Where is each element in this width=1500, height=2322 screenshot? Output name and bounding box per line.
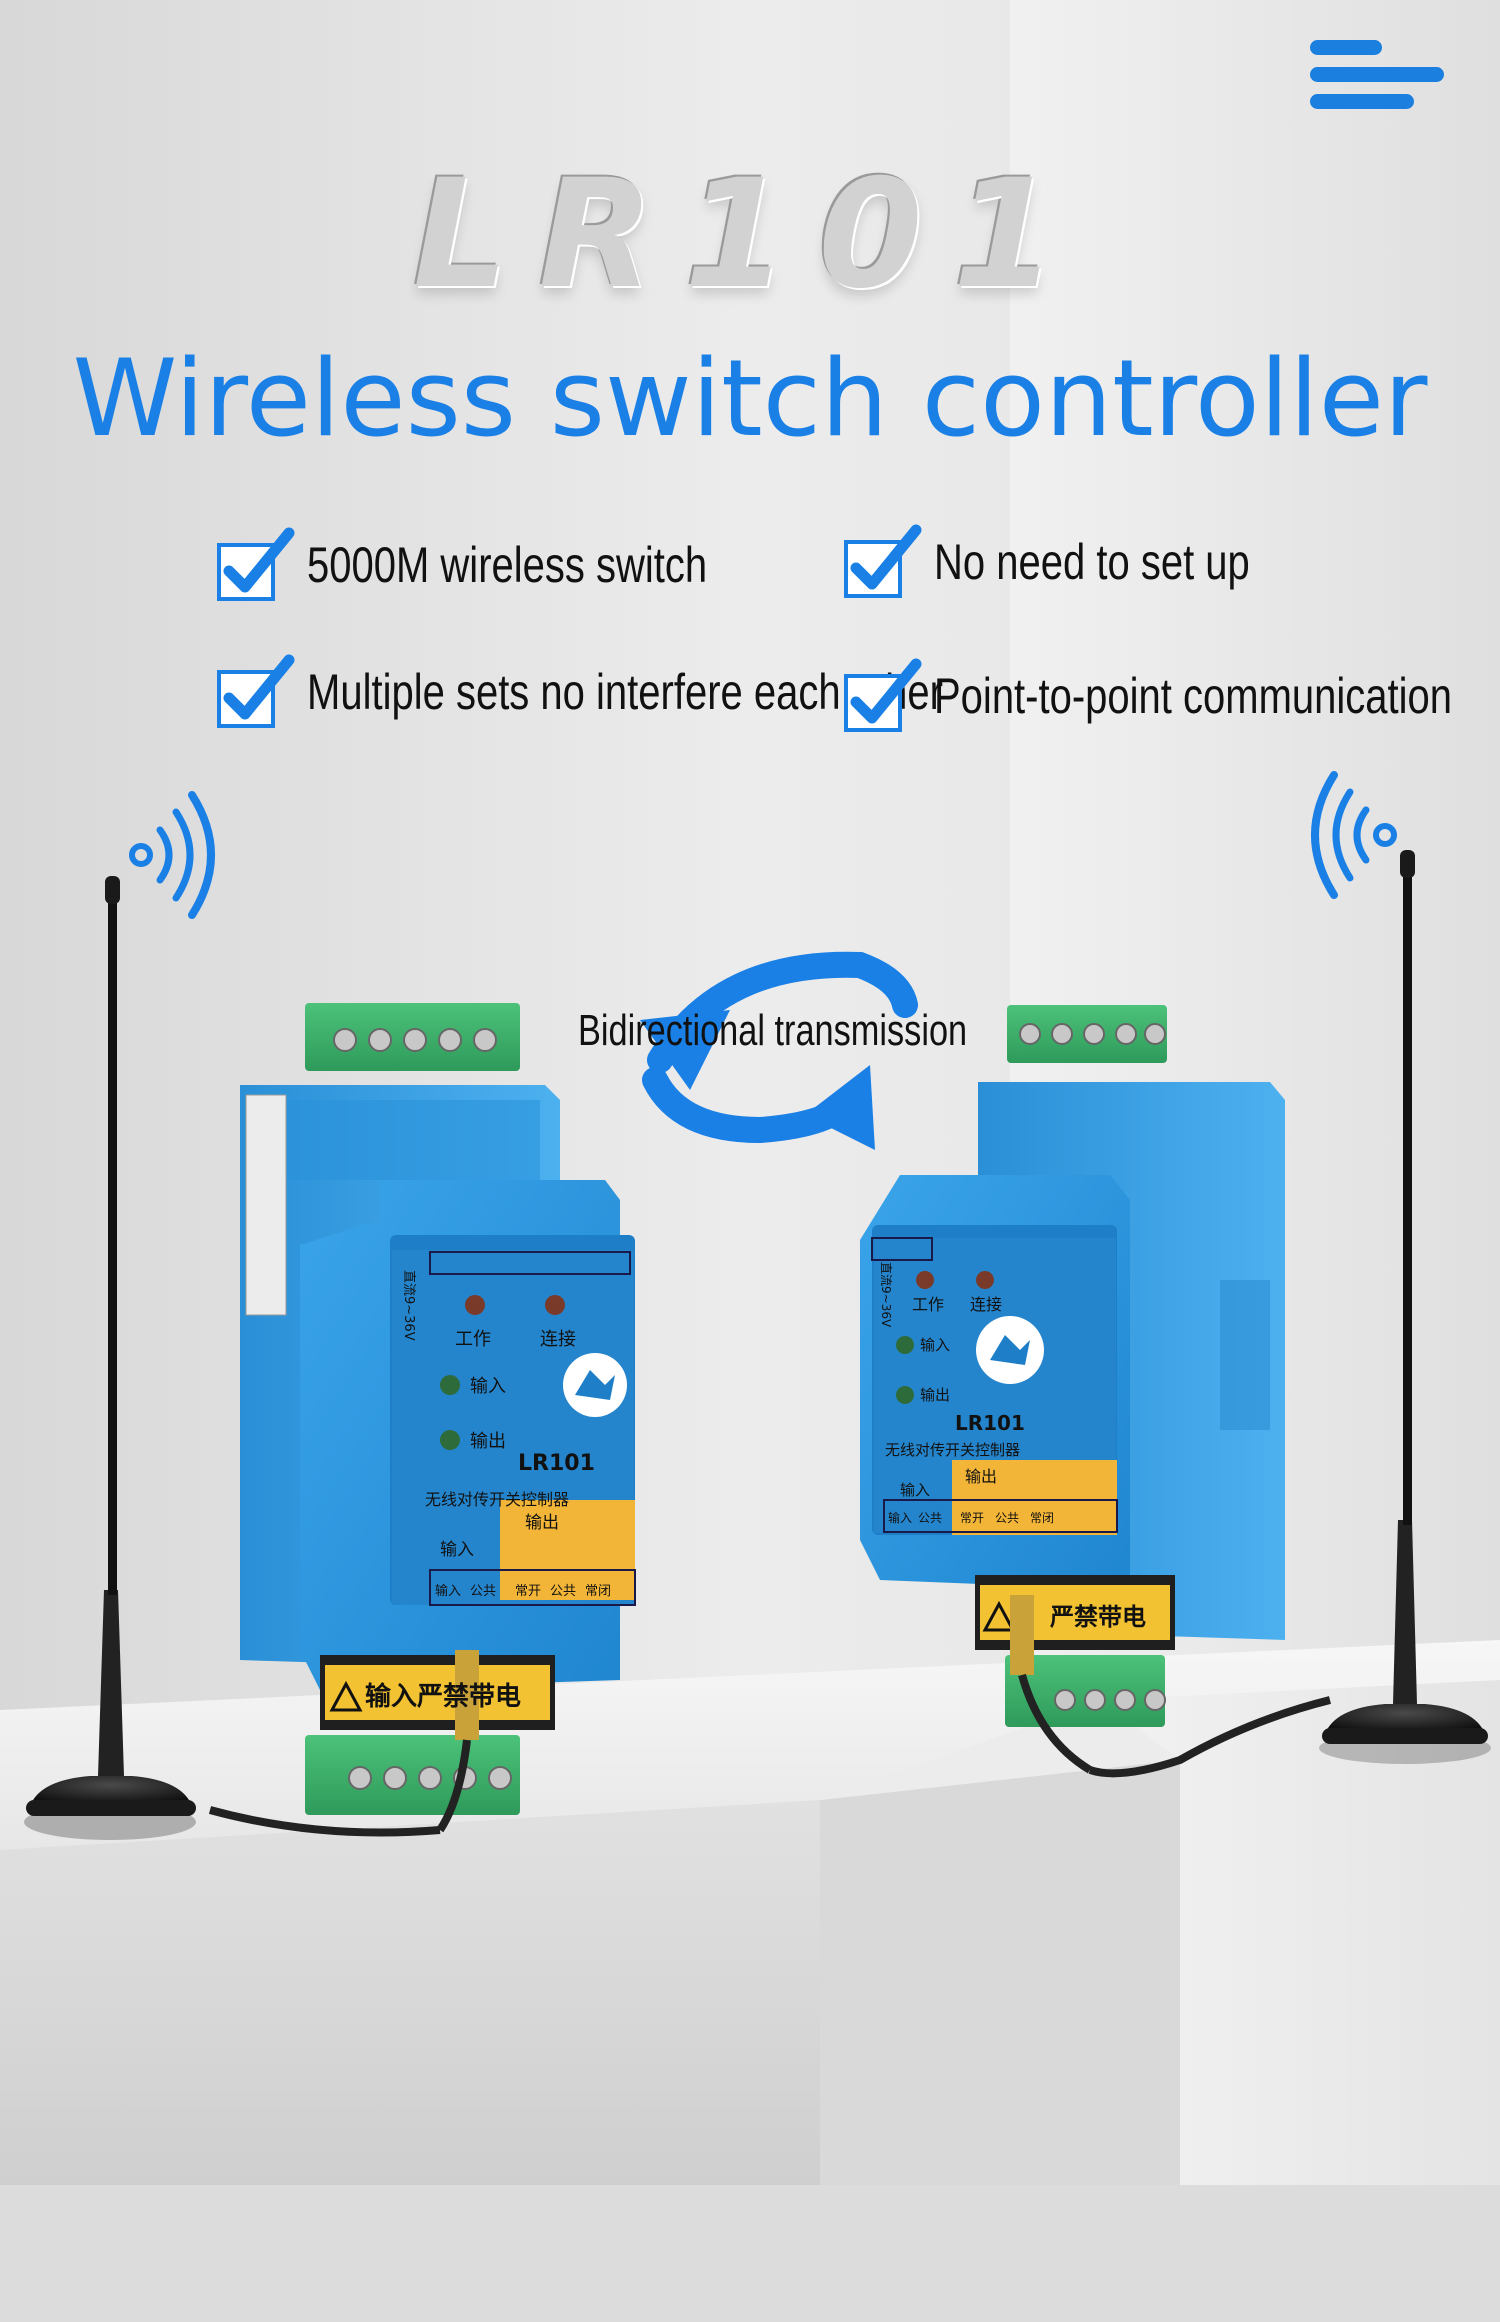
left-antenna [24,876,441,1840]
terminal-label: 常闭 [1030,1511,1054,1525]
terminal-label: 常闭 [585,1584,611,1599]
led-label-connect: 连接 [540,1329,576,1350]
hamburger-menu-icon[interactable] [1310,40,1444,114]
terminal-label: 输入 [888,1510,912,1525]
output-label: 输出 [525,1513,559,1533]
signal-icon [129,791,215,919]
device-model: LR101 [518,1451,595,1476]
led-label-output: 输出 [920,1386,950,1404]
power-label: 直流9~36V [879,1262,893,1328]
page-title: Wireless switch controller [72,337,1428,460]
brand-logo: LR101 [412,148,1088,322]
device-left: 工作 连接 输入 输出 LR101 无线对传开关控制器 输出 输入 输入 公共 … [240,1003,636,1833]
transmission-label: Bidirectional transmission [578,1006,968,1055]
terminal-label: 常开 [515,1584,541,1599]
led-label-work: 工作 [912,1295,944,1314]
terminal-label: 常开 [960,1511,984,1525]
terminal-label: 公共 [550,1584,576,1599]
menu-line [1310,67,1444,82]
led-label-work: 工作 [455,1329,491,1350]
device-right: 工作 连接 输入 输出 LR101 无线对传开关控制器 输出 输入 输入 公共 … [860,1005,1285,1774]
feature-label: Point-to-point communication [934,668,1453,724]
feature-item: Multiple sets no interfere each other [215,652,1102,732]
device-name: 无线对传开关控制器 [885,1441,1020,1459]
checkbox-checked-icon [844,524,922,598]
feature-label: 5000M wireless switch [307,537,708,593]
menu-line [1310,40,1382,55]
bidirectional-arrows-icon [640,951,918,1150]
feature-label: Multiple sets no interfere each other [307,664,943,720]
power-label: 直流9~36V [401,1270,416,1341]
signal-icon [1311,771,1397,899]
warning-label: 严禁带电 [1050,1603,1146,1631]
device-name: 无线对传开关控制器 [425,1490,569,1509]
led-label-output: 输出 [470,1431,506,1452]
checkbox-checked-icon [217,654,295,728]
menu-line [1310,94,1414,109]
right-antenna [1088,850,1491,1778]
feature-label: No need to set up [934,534,1250,590]
led-label-input: 输入 [920,1336,950,1354]
led-label-connect: 连接 [970,1295,1002,1314]
feature-item: 5000M wireless switch [215,525,807,605]
checkbox-checked-icon [217,527,295,601]
warning-label: 输入严禁带电 [365,1681,521,1712]
feature-item: Point-to-point communication [842,656,1500,736]
device-model: LR101 [955,1411,1025,1435]
terminal-label: 输入 [435,1583,461,1599]
checkbox-checked-icon [844,658,922,732]
terminal-label: 公共 [470,1584,496,1599]
terminal-label: 公共 [918,1511,942,1525]
input-label: 输入 [900,1481,930,1499]
input-label: 输入 [440,1540,474,1560]
output-label: 输出 [965,1467,997,1486]
feature-item: No need to set up [842,522,1329,602]
terminal-label: 公共 [995,1511,1019,1525]
led-label-input: 输入 [470,1376,506,1397]
